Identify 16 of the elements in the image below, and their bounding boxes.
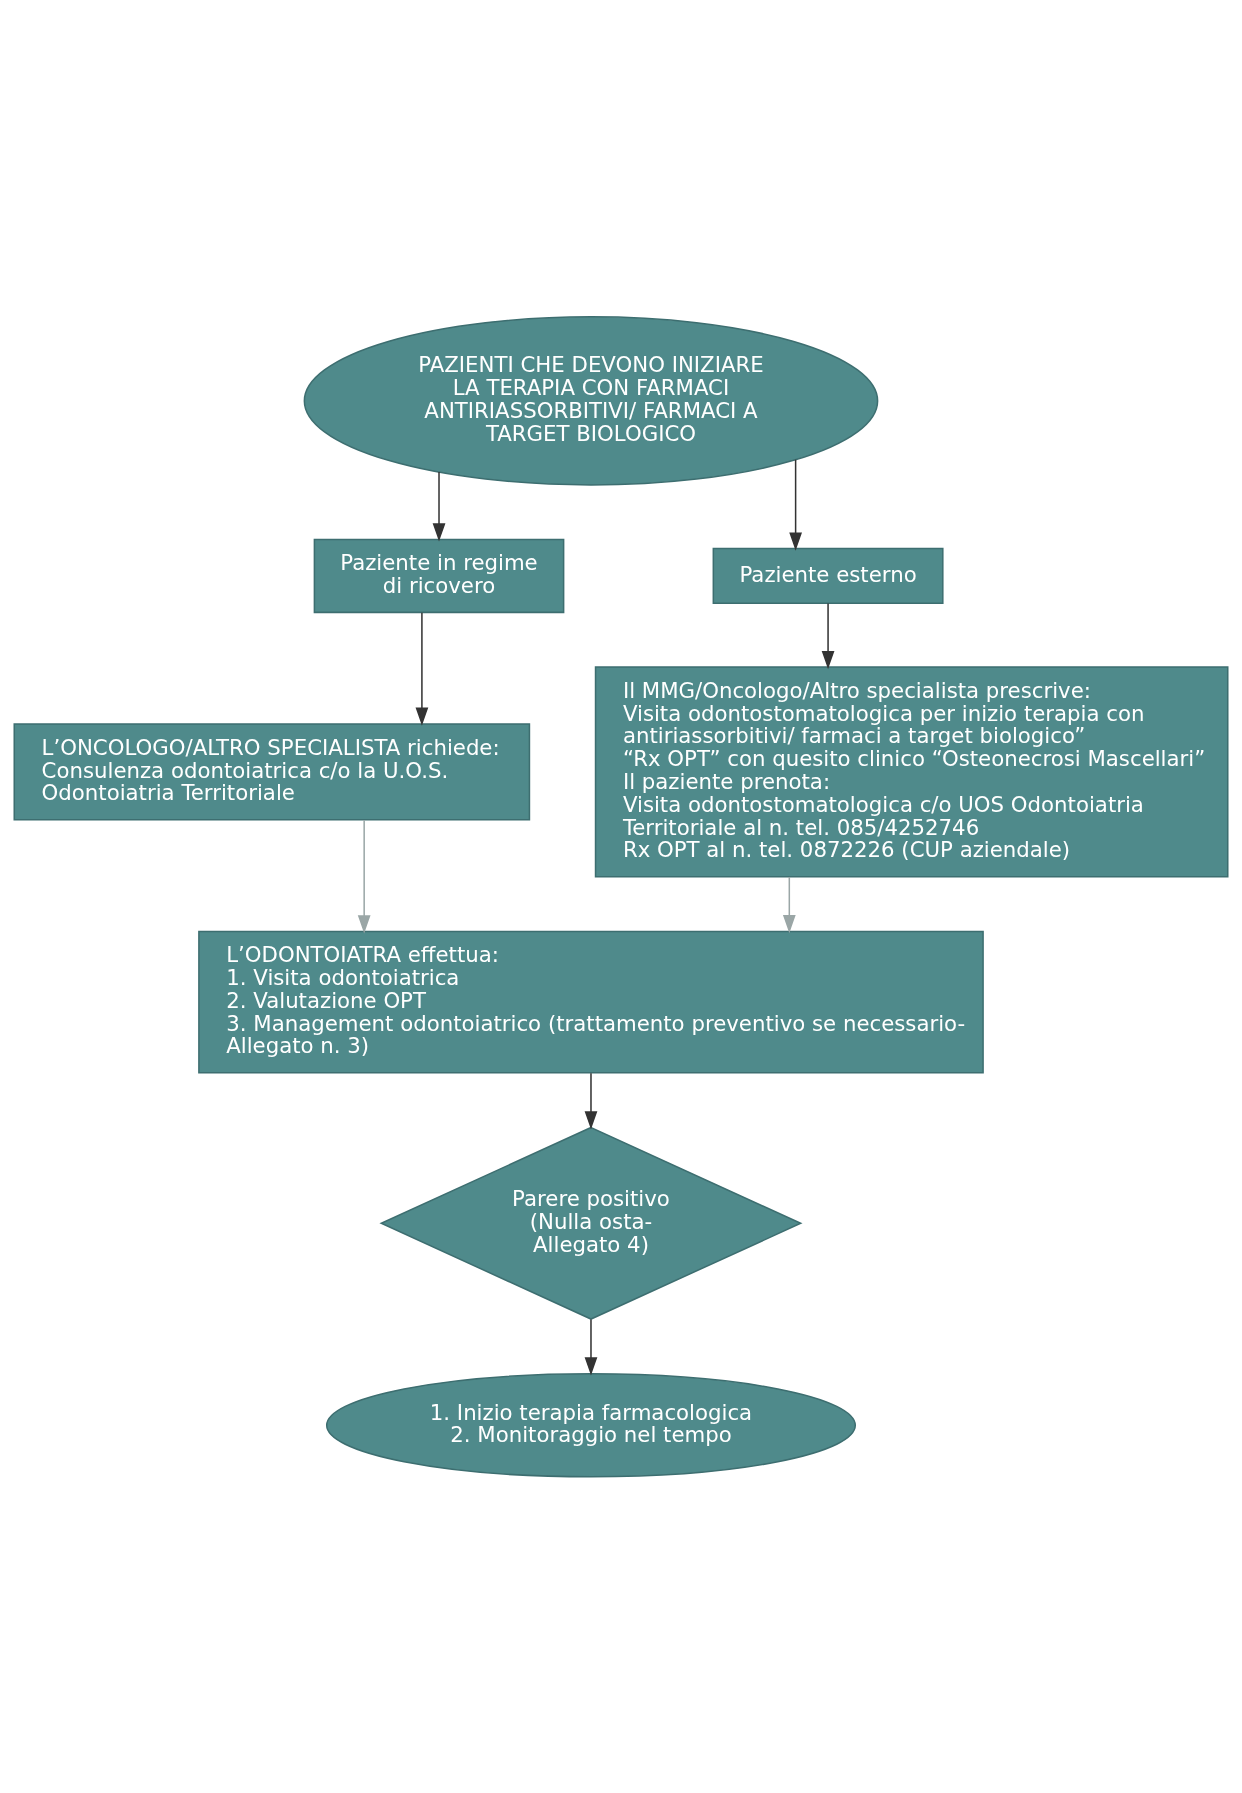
node-box: L’ODONTOIATRA effettua: 1. Visita odontoiatrica 2. Valutazione OPT 3. Management odontoiatrico (trattamento preventivo se necessario-Allegato n. 3) bbox=[198, 930, 984, 1074]
arrow bbox=[789, 458, 802, 551]
node-box: Paziente in regime di ricovero bbox=[313, 538, 565, 613]
arrow bbox=[782, 875, 796, 933]
node-box: Il MMG/Oncologo/Altro specialista prescrive: Visita odontostomatologica per inizio terapia con antiriassorbitivi/ farmaci a target biologico” “Rx OPT” con quesito clinico “Osteonecrosi Mascellari” Il paziente prenota: Visita odontostomatologica c/o UOS Odontoiatria Territoriale al n. tel. 085/4252746 Rx OPT al n. tel. 0872226 (CUP aziendale) bbox=[594, 665, 1229, 878]
node-diamond: Parere positivo (Nulla osta- Allegato 4) bbox=[379, 1126, 803, 1320]
arrow bbox=[432, 470, 446, 542]
arrow bbox=[584, 1072, 598, 1130]
arrow bbox=[584, 1318, 598, 1376]
node-ellipse: PAZIENTI CHE DEVONO INIZIARE LA TERAPIA CON FARMACI ANTIRIASSORBITIVI/ FARMACI A TARGET BIOLOGICO bbox=[303, 315, 879, 486]
node-box: Paziente esterno bbox=[712, 547, 944, 604]
node-ellipse: 1. Inizio terapia farmacologica 2. Monitoraggio nel tempo bbox=[325, 1372, 857, 1478]
node-box: L’ONCOLOGO/ALTRO SPECIALISTA richiede: Consulenza odontoiatrica c/o la U.O.S. Odontoiatria Territoriale bbox=[13, 722, 531, 821]
arrow bbox=[415, 611, 429, 726]
arrow bbox=[357, 818, 371, 934]
arrow bbox=[821, 602, 835, 669]
